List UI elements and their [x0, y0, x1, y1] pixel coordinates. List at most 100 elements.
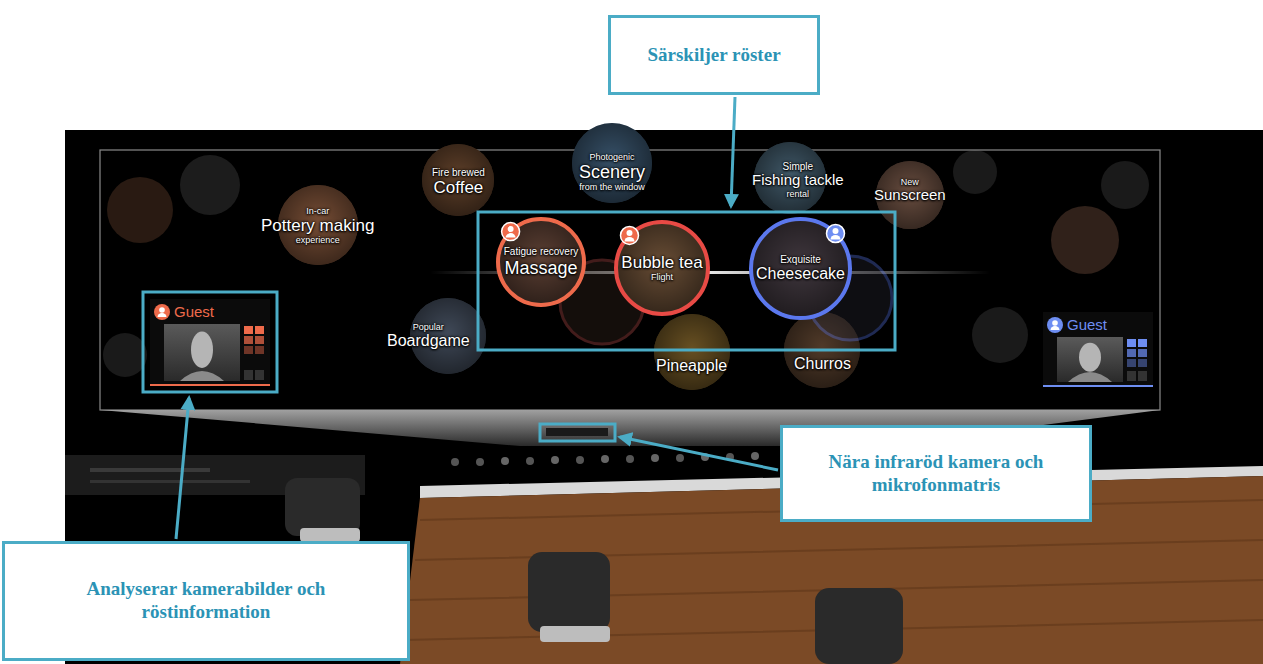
photo-shade — [654, 314, 730, 390]
icon-dot — [676, 454, 684, 462]
panel-icon — [255, 370, 264, 380]
circle-subtitle: In-car — [306, 206, 329, 216]
dashboard-slot — [90, 468, 210, 472]
photo-disc — [422, 144, 494, 216]
avatar-body — [1051, 326, 1060, 330]
circle-shade — [618, 224, 706, 312]
voice-level-bar — [244, 346, 253, 354]
bokeh-dot — [103, 333, 147, 377]
photo-disc — [572, 123, 652, 203]
callout-box: Nära infraröd kamera och mikrofonmatris — [780, 425, 1092, 522]
voice-level-bar — [1138, 339, 1147, 347]
icon-dot — [576, 456, 584, 464]
menu-circle: Fire brewedCoffee — [430, 165, 487, 199]
voice-level-bar — [1127, 359, 1136, 367]
circle-title: Massage — [504, 258, 577, 278]
menu-circle: PhotogenicSceneryfrom the window — [577, 150, 647, 194]
circle-title: Pottery making — [261, 216, 374, 235]
avatar-head — [1052, 320, 1058, 326]
avatar-head — [159, 307, 165, 313]
guest-label: Guest — [1067, 317, 1107, 334]
circle-shade — [500, 221, 582, 303]
bokeh-dot — [972, 307, 1028, 363]
voice-level-bar — [1138, 349, 1147, 357]
highlight-frame — [143, 292, 277, 392]
guest-shoulders — [180, 371, 224, 381]
callout-box: Särskiljer röster — [608, 15, 820, 95]
circle-title: Cheesecake — [756, 265, 845, 283]
circle-subtitle: Popular — [413, 322, 444, 332]
avatar-head — [626, 230, 632, 236]
callout-text: Nära infraröd kamera och mikrofonmatris — [799, 451, 1073, 497]
avatar-body — [830, 235, 840, 240]
circle-subtitle: experience — [296, 235, 340, 245]
icon-dot — [626, 455, 634, 463]
photo-disc — [654, 314, 730, 390]
seat-base — [540, 626, 610, 642]
guest-photo — [164, 324, 240, 381]
circle-subtitle: Simple — [783, 161, 814, 172]
panel-icon — [1127, 371, 1136, 381]
display-screen — [100, 150, 1160, 410]
circle-subtitle: Flight — [651, 272, 673, 282]
panel-icon — [244, 370, 253, 380]
circle-photo — [498, 219, 584, 305]
guest-avatar — [154, 304, 170, 320]
guest-label: Guest — [174, 304, 214, 321]
avatar-head — [508, 226, 514, 232]
seat — [815, 588, 903, 664]
menu-circle: SimpleFishing tacklerental — [750, 159, 846, 201]
selected-circle: Bubble teaFlight — [613, 219, 711, 317]
icon-dot — [501, 457, 509, 465]
circle-photo — [751, 219, 850, 318]
panel-underline — [150, 384, 270, 386]
icon-dot — [476, 458, 484, 466]
circle-subtitle: New — [901, 177, 919, 187]
icon-dot — [526, 457, 534, 465]
voice-level-bar — [244, 336, 253, 344]
avatar-body — [158, 313, 167, 317]
menu-circle: Churros — [792, 353, 853, 375]
speaker-avatar — [620, 226, 638, 244]
highlight-frame — [478, 212, 895, 350]
photo-disc — [107, 177, 173, 243]
circle-subtitle: from the window — [579, 182, 645, 192]
circle-shade — [753, 221, 848, 316]
icon-dot — [451, 458, 459, 466]
voice-level-bar — [255, 346, 264, 354]
avatar-head — [832, 228, 838, 234]
menu-circle: NewSunscreen — [872, 175, 948, 206]
callout-text: Analyserar kamerabilder och röstinformat… — [75, 578, 337, 624]
selected-circle: ExquisiteCheesecake — [748, 216, 853, 321]
camera-strip — [546, 428, 608, 436]
seat — [528, 552, 610, 632]
circle-photo — [616, 222, 708, 314]
bokeh-dot — [1101, 161, 1149, 209]
speaker-avatar — [502, 223, 520, 241]
voice-level-bar — [255, 336, 264, 344]
icon-dot — [601, 455, 609, 463]
photo-shade — [422, 144, 494, 216]
voice-level-bar — [1127, 349, 1136, 357]
icon-dot — [751, 452, 759, 460]
dashboard-slot — [90, 480, 250, 483]
panel-underline — [1043, 385, 1153, 387]
leader-arrow — [731, 97, 735, 206]
circle-subtitle: Exquisite — [780, 254, 821, 265]
icon-dot — [551, 456, 559, 464]
highlight-frame — [540, 424, 615, 441]
circle-title: Pineapple — [656, 357, 727, 375]
cabin-ground — [65, 130, 1263, 664]
leader-arrow — [176, 398, 189, 539]
seat — [285, 478, 360, 536]
circle-title: Sunscreen — [874, 187, 946, 204]
guest-shoulders — [1068, 372, 1112, 382]
menu-circle: In-carPottery makingexperience — [259, 204, 376, 247]
guest-panel: Guest — [150, 299, 270, 386]
panel-icon — [1138, 371, 1147, 381]
guest-photo — [1057, 337, 1123, 382]
callout-text: Särskiljer röster — [647, 44, 780, 67]
selected-circle: Fatigue recoveryMassage — [495, 216, 587, 308]
guest-panel: Guest — [1043, 312, 1153, 387]
